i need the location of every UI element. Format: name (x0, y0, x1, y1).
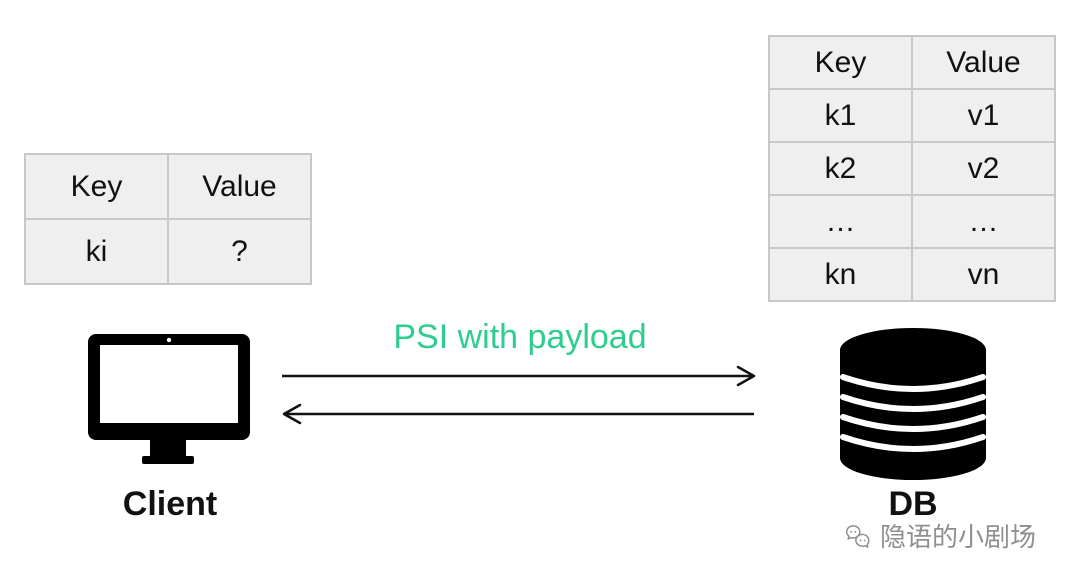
db-table-cell-value: v1 (911, 88, 1056, 143)
db-table-header-row: Key Value (768, 35, 1056, 90)
db-table-cell-value: vn (911, 247, 1056, 302)
client-table-header-value: Value (167, 153, 312, 220)
db-table-cell-value: v2 (911, 141, 1056, 196)
db-table-cell-key: … (768, 194, 913, 249)
db-table-row: kn vn (768, 247, 1056, 302)
db-table-cell-key: k2 (768, 141, 913, 196)
db-table-row: … … (768, 194, 1056, 249)
client-table-cell-key: ki (24, 218, 169, 285)
protocol-label: PSI with payload (393, 318, 647, 356)
db-table-cell-key: kn (768, 247, 913, 302)
client-table: Key Value ki ? (24, 153, 312, 285)
db-table-row: k2 v2 (768, 141, 1056, 196)
monitor-icon (88, 334, 250, 464)
client-table-row: ki ? (24, 218, 312, 285)
db-label: DB (888, 485, 938, 523)
arrow-right-icon (282, 365, 756, 387)
watermark-text: 隐语的小剧场 (880, 523, 1037, 553)
watermark: 隐语的小剧场 (842, 521, 1052, 555)
db-table: Key Value k1 v1 k2 v2 … … kn vn (768, 35, 1056, 302)
client-label: Client (122, 485, 218, 523)
db-table-row: k1 v1 (768, 88, 1056, 143)
chat-bubbles-icon (845, 525, 870, 548)
database-icon (840, 328, 986, 480)
arrow-pair (282, 365, 756, 425)
db-table-cell-value: … (911, 194, 1056, 249)
db-table-cell-key: k1 (768, 88, 913, 143)
db-table-header-value: Value (911, 35, 1056, 90)
client-table-header-row: Key Value (24, 153, 312, 220)
db-table-header-key: Key (768, 35, 913, 90)
client-table-cell-value: ? (167, 218, 312, 285)
arrow-left-icon (282, 403, 754, 425)
client-table-header-key: Key (24, 153, 169, 220)
